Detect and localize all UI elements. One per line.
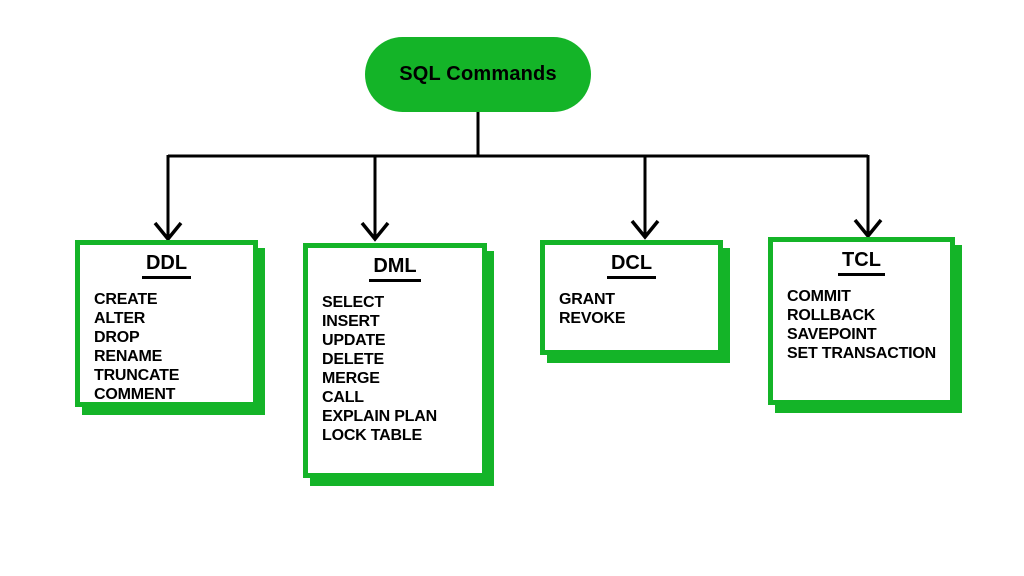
command-item: DROP [94,329,140,346]
command-item: ALTER [94,310,146,327]
arrow-down-icon [153,221,183,242]
command-item: SAVEPOINT [787,326,877,343]
group-box-ddl: DDL CREATE ALTER DROP RENAME TRUNCATE COMMENT [75,240,258,407]
group-box-dml: DML SELECT INSERT UPDATE DELETE MERGE CALL EXP… [303,243,487,478]
group-title-dml: DML [308,254,482,282]
command-item: REVOKE [559,310,626,327]
command-item: GRANT [559,291,615,308]
root-node-label: SQL Commands [399,63,557,85]
command-item: MERGE [322,370,380,387]
command-item: SELECT [322,294,384,311]
group-box-tcl: TCL COMMIT ROLLBACK SAVEPOINT SET TRANSACTI… [768,237,955,405]
arrow-down-icon [360,221,390,242]
command-list-ddl: CREATE ALTER DROP RENAME TRUNCATE COMMENT [80,290,253,404]
command-list-dcl: GRANT REVOKE [545,290,718,328]
root-node-sql-commands: SQL Commands [365,37,591,112]
command-item: ROLLBACK [787,307,876,324]
command-item: UPDATE [322,332,386,349]
command-item: EXPLAIN PLAN [322,408,437,425]
command-item: CREATE [94,291,158,308]
command-item: RENAME [94,348,163,365]
arrow-down-icon [630,219,660,240]
group-box-dcl: DCL GRANT REVOKE [540,240,723,355]
command-item: COMMENT [94,386,176,403]
command-item: DELETE [322,351,384,368]
command-item: SET TRANSACTION [787,345,937,362]
command-item: LOCK TABLE [322,427,422,444]
arrow-down-icon [853,218,883,239]
command-item: CALL [322,389,364,406]
command-item: INSERT [322,313,380,330]
group-title-tcl: TCL [773,248,950,276]
group-title-dcl: DCL [545,251,718,279]
command-list-tcl: COMMIT ROLLBACK SAVEPOINT SET TRANSACTION [773,287,950,363]
command-item: COMMIT [787,288,851,305]
command-item: TRUNCATE [94,367,180,384]
command-list-dml: SELECT INSERT UPDATE DELETE MERGE CALL EXPLAIN… [308,293,482,445]
group-title-ddl: DDL [80,251,253,279]
